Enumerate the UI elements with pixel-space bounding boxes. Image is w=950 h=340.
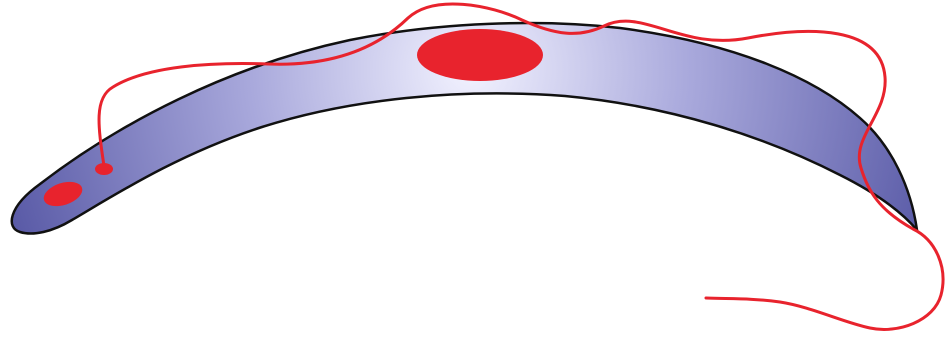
nucleus (417, 29, 543, 81)
